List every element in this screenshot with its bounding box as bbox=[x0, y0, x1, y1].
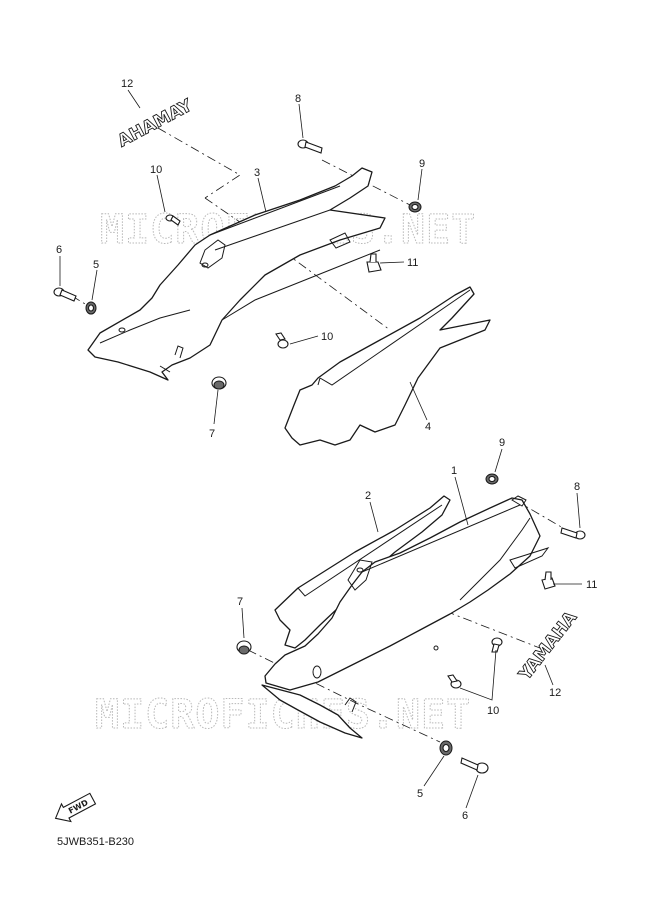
callout-8-lower: 8 bbox=[574, 481, 580, 493]
cover-inner-slot bbox=[509, 547, 550, 569]
grommet-7-lower bbox=[236, 640, 252, 655]
leader-9-lower bbox=[494, 448, 503, 473]
callout-6-lower: 6 bbox=[462, 810, 468, 822]
alignment-line-cover-upper bbox=[204, 197, 391, 331]
callout-5-upper: 5 bbox=[93, 259, 99, 271]
leader-11-upper bbox=[379, 261, 405, 264]
fwd-arrow-icon: FWD bbox=[54, 792, 97, 823]
rivet-10-lower-a bbox=[491, 637, 503, 653]
cover-clip bbox=[174, 345, 184, 359]
panel-edge-line-lower bbox=[297, 504, 443, 597]
panel-corner bbox=[317, 377, 321, 386]
nut-9-upper bbox=[408, 201, 422, 213]
collar-5-upper bbox=[85, 301, 97, 315]
callout-10-lower: 10 bbox=[487, 705, 499, 717]
side-cover-left bbox=[87, 167, 386, 381]
callout-2: 2 bbox=[365, 490, 371, 502]
callout-12-lower: 12 bbox=[549, 687, 561, 699]
leader-10-upper-a bbox=[156, 174, 166, 213]
cover-nose bbox=[261, 684, 363, 739]
callout-5-lower: 5 bbox=[417, 788, 423, 800]
leader-4 bbox=[409, 381, 428, 421]
cover-mount-hole-lower bbox=[356, 567, 364, 573]
bolt-8-lower bbox=[560, 527, 586, 540]
collar-5-lower bbox=[439, 740, 453, 756]
bolt-8-upper bbox=[297, 139, 323, 154]
cover-mount-tab bbox=[199, 239, 226, 269]
leader-8-upper bbox=[298, 103, 304, 139]
leader-1 bbox=[454, 476, 469, 526]
cover-edge-line bbox=[209, 185, 341, 236]
upper-assembly: AHAMAY bbox=[53, 89, 491, 446]
callout-6-upper: 6 bbox=[56, 244, 62, 256]
side-cover-right bbox=[264, 497, 541, 691]
leader-8-lower bbox=[576, 492, 581, 529]
clip-11-lower bbox=[541, 571, 556, 590]
callout-labels: 12 8 9 10 3 6 5 11 10 7 4 9 1 8 2 11 7 1… bbox=[56, 78, 597, 822]
leader-10-upper-b bbox=[289, 335, 319, 345]
cover-lower-hole bbox=[312, 665, 322, 679]
leader-12-upper bbox=[127, 89, 141, 109]
alignment-line-decal-upper bbox=[157, 127, 241, 199]
leader-5-upper bbox=[91, 269, 98, 301]
clip-11-upper bbox=[366, 253, 382, 273]
leader-7-lower bbox=[241, 607, 245, 639]
callout-4: 4 bbox=[425, 421, 431, 433]
callout-7-upper: 7 bbox=[209, 428, 215, 440]
callout-9-upper: 9 bbox=[419, 158, 425, 170]
cover-lower-edge bbox=[221, 249, 381, 321]
callout-12-upper: 12 bbox=[121, 78, 133, 90]
callout-8-upper: 8 bbox=[295, 93, 301, 105]
cover-top-lug bbox=[511, 495, 527, 507]
cover-crease-line bbox=[99, 309, 191, 344]
cover-mount-hole bbox=[201, 262, 209, 268]
grommet-7-upper bbox=[211, 376, 227, 390]
leader-5-lower bbox=[423, 755, 445, 787]
nut-9-lower bbox=[485, 473, 499, 485]
rivet-10-upper-a bbox=[165, 214, 181, 226]
decal-upper: AHAMAY bbox=[114, 95, 197, 152]
leader-12-lower bbox=[544, 664, 554, 686]
leader-7-upper bbox=[213, 389, 219, 425]
cover-hole bbox=[118, 327, 126, 333]
decal-text-upper: AHAMAY bbox=[114, 95, 196, 151]
rivet-10-upper-b bbox=[275, 332, 289, 349]
callout-10-upper-b: 10 bbox=[321, 331, 333, 343]
cover-inner-edge bbox=[459, 517, 531, 601]
cover-tip-line bbox=[159, 365, 171, 373]
screw-6-lower bbox=[460, 757, 489, 774]
side-panel-left bbox=[284, 286, 491, 446]
cover-edge-line-lower bbox=[361, 504, 521, 573]
cover-edge-line bbox=[214, 209, 331, 251]
panel-edge-line bbox=[319, 289, 471, 386]
callout-11-upper: 11 bbox=[407, 257, 418, 269]
leader-3 bbox=[257, 177, 267, 213]
leader-10-lower bbox=[459, 649, 497, 701]
cover-pin-hole bbox=[433, 645, 439, 651]
callout-10-upper-a: 10 bbox=[150, 164, 162, 176]
screw-6-upper bbox=[53, 287, 77, 302]
callout-11-lower: 11 bbox=[586, 579, 597, 591]
callout-3: 3 bbox=[254, 167, 260, 179]
rivet-10-lower-b bbox=[447, 674, 462, 689]
cover-clip-lower bbox=[344, 697, 357, 713]
callout-7-lower: 7 bbox=[237, 596, 243, 608]
cover-slot bbox=[329, 232, 351, 249]
callout-9-lower: 9 bbox=[499, 437, 505, 449]
leader-6-lower bbox=[465, 774, 479, 809]
lower-assembly: YAMAHA bbox=[236, 448, 586, 809]
cover-mount-tab-lower bbox=[347, 559, 373, 591]
leader-2 bbox=[369, 501, 379, 533]
leader-9-upper bbox=[417, 168, 423, 201]
callout-1: 1 bbox=[451, 465, 457, 477]
diagram-code: 5JWB351-B230 bbox=[57, 836, 134, 848]
